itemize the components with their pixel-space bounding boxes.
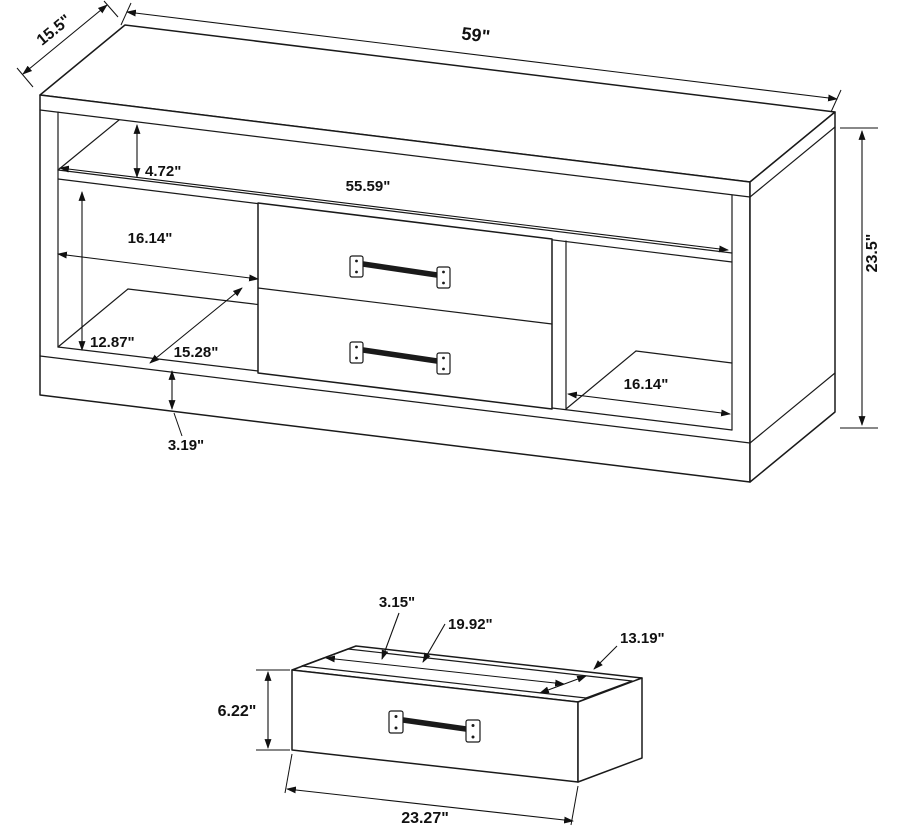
console-bottom-drawer-handle xyxy=(349,341,451,375)
dim-console-height: 23.5" xyxy=(864,234,881,273)
dim-console-depth: 15.5" xyxy=(34,12,75,50)
dim-console-width: 59" xyxy=(460,23,491,46)
drawer-figure: 3.15" 19.92" 13.19" 6.22" 23.27" xyxy=(218,594,665,827)
dim-drawer-inner-depth: 13.19" xyxy=(620,630,665,647)
dim-drawer-height: 6.22" xyxy=(218,703,257,720)
dim-console-shelf-height: 4.72" xyxy=(145,163,181,180)
dim-console-right-width: 16.14" xyxy=(624,376,669,393)
console-drawer-bank xyxy=(257,202,553,410)
dim-console-left-height: 12.87" xyxy=(90,334,135,351)
dim-drawer-width: 23.27" xyxy=(401,810,449,827)
drawer-right-face xyxy=(577,677,643,783)
dim-drawer-wall: 3.15" xyxy=(379,594,415,611)
console-dimensions xyxy=(16,0,878,437)
dim-drawer-inner-width: 19.92" xyxy=(448,616,493,633)
console-figure: 15.5" 59" 4.72" 55.59" 16.14" 12.87" 15.… xyxy=(16,0,881,483)
dim-console-left-width: 16.14" xyxy=(128,230,173,247)
dim-console-base-height: 3.19" xyxy=(168,437,204,454)
drawer-handle xyxy=(388,710,481,743)
dim-console-shelf-depth: 15.28" xyxy=(174,344,219,361)
dim-console-interior-width: 55.59" xyxy=(346,178,391,195)
console-top-drawer-handle xyxy=(349,255,451,289)
drawer-dimensions xyxy=(256,612,618,826)
console-right-face xyxy=(749,111,836,483)
